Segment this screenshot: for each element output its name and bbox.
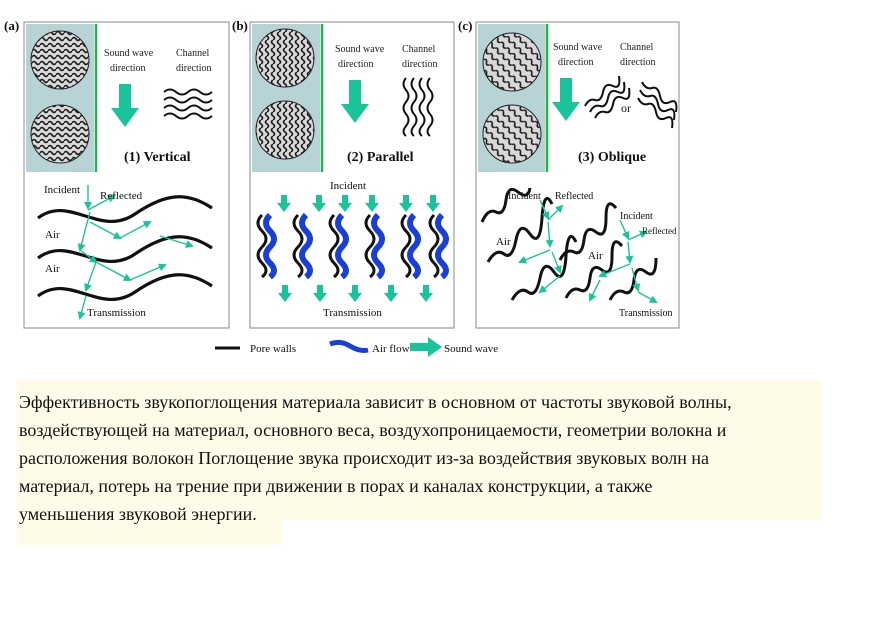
legend-sound-wave-swatch: [410, 337, 442, 357]
panel-a-sound-label-1: Sound wave: [104, 48, 154, 59]
panel-b-channel-label-2: direction: [402, 59, 438, 70]
panel-c-label-transmission: Transmission: [619, 308, 673, 319]
panel-b-sample-bottom: [256, 101, 314, 159]
panel-b-channels: [258, 215, 446, 277]
caption-line: воздействующей на материал, основного ве…: [17, 416, 821, 444]
panel-b-channel-label-1: Channel: [402, 44, 436, 55]
panel-a: (a) Sound wave direction Channel directi…: [4, 18, 229, 328]
panel-a-title: (1) Vertical: [124, 150, 191, 165]
panel-a-channel-label-2: direction: [176, 63, 212, 74]
panel-c-title: (3) Oblique: [578, 150, 646, 165]
panel-b-title: (2) Parallel: [347, 150, 414, 165]
acoustic-figure: (a) Sound wave direction Channel directi…: [0, 0, 877, 365]
panel-a-sample-bottom: [31, 105, 89, 163]
panel-a-walls: [38, 197, 212, 300]
panel-c-label-incident2: Incident: [620, 211, 653, 222]
panel-a-channel-label-1: Channel: [176, 48, 210, 59]
panel-b-sound-label-1: Sound wave: [335, 44, 385, 55]
panel-c-sound-label-1: Sound wave: [553, 42, 603, 53]
caption-line: уменьшения звуковой энергии.: [17, 500, 257, 528]
panel-a-tag: (a): [4, 18, 19, 33]
caption-background-gap: [282, 520, 822, 545]
panel-a-label-air1: Air: [45, 229, 60, 241]
panel-b: (b) Sound wave direction Channel directi…: [232, 18, 454, 328]
panel-c-channel-icon-right: [638, 82, 676, 128]
legend-air-flow-swatch: [330, 342, 368, 350]
panel-b-transmission-arrows: [278, 285, 433, 302]
caption-line: Эффективность звукопоглощения материала …: [17, 388, 821, 416]
legend-air-flow-label: Air flow: [372, 343, 410, 355]
panel-a-sample-top: [31, 31, 89, 89]
panel-b-sound-arrow: [341, 80, 369, 123]
panel-b-sample-top: [256, 29, 314, 87]
panel-b-incident-arrows: [277, 195, 440, 212]
panel-b-sound-label-2: direction: [338, 59, 374, 70]
panel-c-label-reflected: Reflected: [555, 191, 593, 202]
panel-c-sound-label-2: direction: [558, 57, 594, 68]
panel-a-sound-label-2: direction: [110, 63, 146, 74]
panel-c-sample-top: [483, 33, 541, 91]
panel-b-tag: (b): [232, 18, 248, 33]
caption-line: материал, потерь на трение при движении …: [17, 472, 821, 500]
panel-c: (c) Sound wave direction Channel directi…: [458, 18, 679, 328]
panel-c-channel-label-1: Channel: [620, 42, 654, 53]
panel-b-label-transmission: Transmission: [323, 307, 382, 319]
panel-a-label-transmission: Transmission: [87, 307, 146, 319]
panel-a-label-reflected: Reflected: [100, 190, 143, 202]
panel-a-label-incident: Incident: [44, 184, 80, 196]
panel-c-tag: (c): [458, 18, 472, 33]
caption-line: расположения волокон Поглощение звука пр…: [17, 444, 821, 472]
panel-a-sound-arrow: [111, 84, 139, 127]
panel-c-sound-arrow: [552, 78, 580, 121]
panel-b-channel-icon: [404, 78, 433, 136]
legend: Pore walls Air flow Sound wave: [215, 337, 498, 357]
panel-a-label-air2: Air: [45, 263, 60, 275]
panel-c-label-reflected2: Reflected: [642, 226, 677, 236]
panel-b-label-incident: Incident: [330, 180, 366, 192]
panel-c-label-incident: Incident: [508, 191, 541, 202]
panel-c-channel-label-2: direction: [620, 57, 656, 68]
panel-c-label-air2: Air: [588, 250, 603, 262]
panel-c-or-label: or: [621, 101, 631, 115]
legend-sound-wave-label: Sound wave: [444, 343, 498, 355]
legend-pore-walls-label: Pore walls: [250, 343, 296, 355]
panel-c-sample-bottom: [483, 105, 541, 163]
panel-a-channel-icon: [164, 90, 212, 119]
panel-c-label-air1: Air: [496, 236, 511, 248]
